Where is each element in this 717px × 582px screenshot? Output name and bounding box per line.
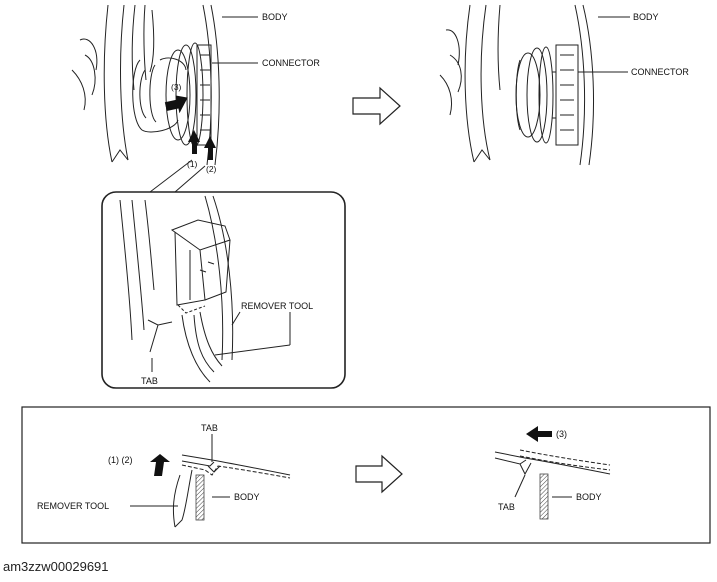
label-tab-bottom-left: TAB <box>201 423 218 433</box>
label-body-bottom-left: BODY <box>234 492 260 502</box>
label-tab-inset: TAB <box>141 376 158 386</box>
label-step12-bottom: (1) (2) <box>108 455 133 465</box>
top-left-illustration <box>71 4 258 166</box>
body-wall-right <box>539 473 549 520</box>
label-step1-top: (1) <box>187 159 198 169</box>
label-remover-tool-bottom: REMOVER TOOL <box>37 501 109 511</box>
bottom-detail-frame <box>21 406 711 544</box>
next-step-arrow-bottom-icon <box>355 454 403 494</box>
bottom-right-illustration <box>494 449 611 498</box>
pull-arrow-icon <box>164 95 188 114</box>
bottom-left-illustration <box>130 434 291 528</box>
up-arrow-2-icon <box>204 136 216 160</box>
label-step3-bottom: (3) <box>556 429 567 439</box>
label-body-bottom-right: BODY <box>576 492 602 502</box>
next-step-arrow-icon <box>352 86 401 126</box>
label-step2-top: (2) <box>206 164 217 174</box>
label-connector-top-left: CONNECTOR <box>262 58 320 68</box>
label-body-top-right: BODY <box>633 12 659 22</box>
push-up-arrow-icon <box>150 454 170 476</box>
label-tab-bottom-right: TAB <box>498 502 515 512</box>
up-arrow-1-icon <box>188 130 200 154</box>
figure-caption: am3zzw00029691 <box>3 559 109 574</box>
label-body-top-left: BODY <box>262 12 288 22</box>
inset-detail <box>101 191 346 389</box>
body-wall-left <box>195 474 205 521</box>
label-remover-tool-inset: REMOVER TOOL <box>241 301 313 311</box>
label-step3-top: (3) <box>171 82 182 92</box>
slide-arrow-icon <box>526 426 552 442</box>
top-right-illustration <box>439 4 630 166</box>
zoom-lines <box>149 159 206 193</box>
label-connector-top-right: CONNECTOR <box>631 67 689 77</box>
